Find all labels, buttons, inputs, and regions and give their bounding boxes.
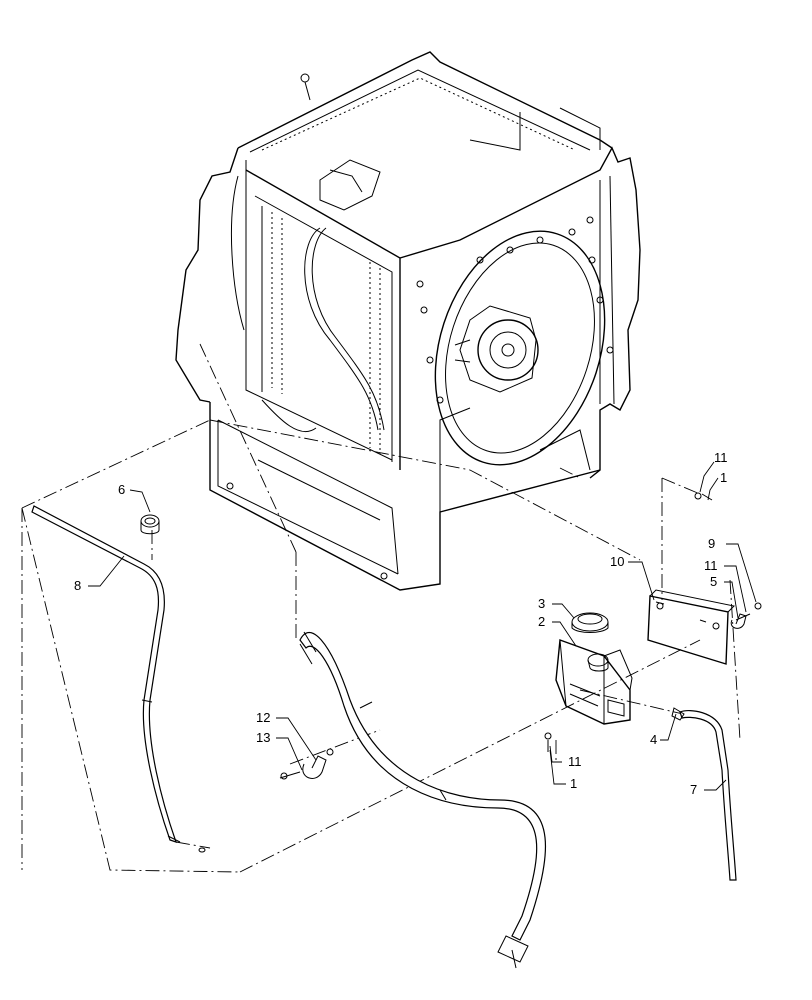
callout-6: 6: [118, 482, 125, 497]
callout-8: 8: [74, 578, 81, 593]
mounting-bracket: [647, 589, 736, 665]
callout-1-upper: 1: [720, 470, 727, 485]
callout-4: 4: [650, 732, 657, 747]
callout-7: 7: [690, 782, 697, 797]
cooling-frame-assembly: [175, 51, 641, 591]
callout-13: 13: [256, 730, 270, 745]
callout-10: 10: [610, 554, 624, 569]
reservoir-hose: [671, 707, 737, 881]
callout-12: 12: [256, 710, 270, 725]
callout-9: 9: [708, 536, 715, 551]
callout-5: 5: [710, 574, 717, 589]
callout-1-lower: 1: [570, 776, 577, 791]
reservoir-cap: [571, 612, 609, 633]
callout-11-right: 11: [704, 558, 718, 573]
overflow-tube: [31, 505, 211, 853]
hose-clamp: [279, 748, 334, 780]
callout-11-upper: 11: [714, 450, 728, 465]
grommet: [140, 514, 160, 535]
callout-11-lower: 11: [568, 754, 582, 769]
callout-3: 3: [538, 596, 545, 611]
right-hardware: [544, 492, 762, 752]
radiator-hose: [299, 631, 547, 969]
callout-labels: 11 1 6 8 10 9 11 5 3 2 12 13 4 11 1 7: [74, 450, 728, 797]
callout-2: 2: [538, 614, 545, 629]
callout-leaders: [88, 461, 757, 791]
alignment-lines: [21, 343, 741, 873]
coolant-reservoir: [555, 639, 633, 725]
